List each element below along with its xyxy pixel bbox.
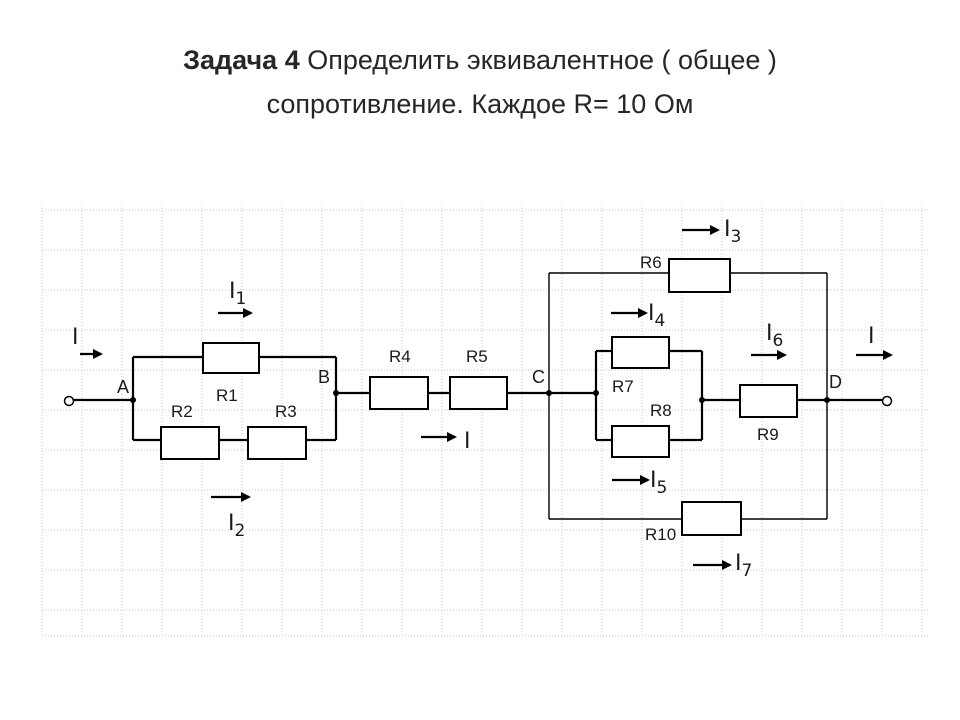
resistor-r10 [681, 501, 742, 536]
current-label-i1: I1 [229, 279, 246, 309]
node-label-d: D [829, 372, 842, 392]
slide-title: Задача 4 Определить эквивалентное ( обще… [0, 38, 960, 126]
junction-dot-d [824, 397, 830, 403]
resistor-r4 [369, 376, 429, 410]
current-label-i6: I6 [766, 321, 783, 351]
current-label-i2: I2 [228, 511, 245, 541]
junction-dot-b [333, 390, 339, 396]
label-r8: R8 [650, 401, 672, 420]
junction-dot-r78-right [699, 397, 705, 403]
current-label-i7: I7 [735, 551, 752, 581]
label-r2: R2 [171, 402, 193, 421]
current-label-i5: I5 [650, 468, 667, 498]
task-number: Задача 4 [183, 45, 300, 75]
junction-dot-c [546, 390, 552, 396]
junction-dot-a [130, 397, 136, 403]
label-r1: R1 [216, 386, 238, 405]
resistor-r2 [160, 426, 220, 460]
label-r9: R9 [757, 425, 779, 444]
resistor-r6 [668, 258, 731, 293]
resistor-r7 [611, 336, 670, 369]
node-label-c: C [532, 367, 545, 387]
label-r6: R6 [640, 253, 662, 272]
label-r3: R3 [275, 402, 297, 421]
label-r10: R10 [645, 525, 676, 544]
output-terminal [881, 395, 893, 407]
label-r4: R4 [389, 347, 411, 366]
label-r7: R7 [612, 377, 634, 396]
resistor-r3 [247, 426, 307, 460]
current-label-i-out: I [868, 324, 875, 349]
current-arrows [80, 225, 893, 570]
node-label-b: B [318, 367, 330, 387]
current-label-i4: I4 [648, 301, 665, 331]
label-r5: R5 [466, 347, 488, 366]
resistor-r1 [202, 342, 260, 374]
resistor-r5 [449, 376, 508, 410]
current-label-i-in: I [72, 325, 79, 350]
task-text-line2: сопротивление. Каждое R= 10 Ом [266, 89, 694, 119]
wires [73, 272, 882, 520]
resistor-r8 [611, 425, 670, 458]
junction-dot-r78-left [593, 390, 599, 396]
input-terminal [63, 395, 75, 407]
current-label-i3: I3 [724, 217, 741, 247]
node-label-a: A [117, 377, 129, 397]
task-text-line1: Определить эквивалентное ( общее ) [299, 45, 777, 75]
current-label-i-mid: I [464, 429, 471, 454]
resistor-r9 [739, 384, 798, 418]
